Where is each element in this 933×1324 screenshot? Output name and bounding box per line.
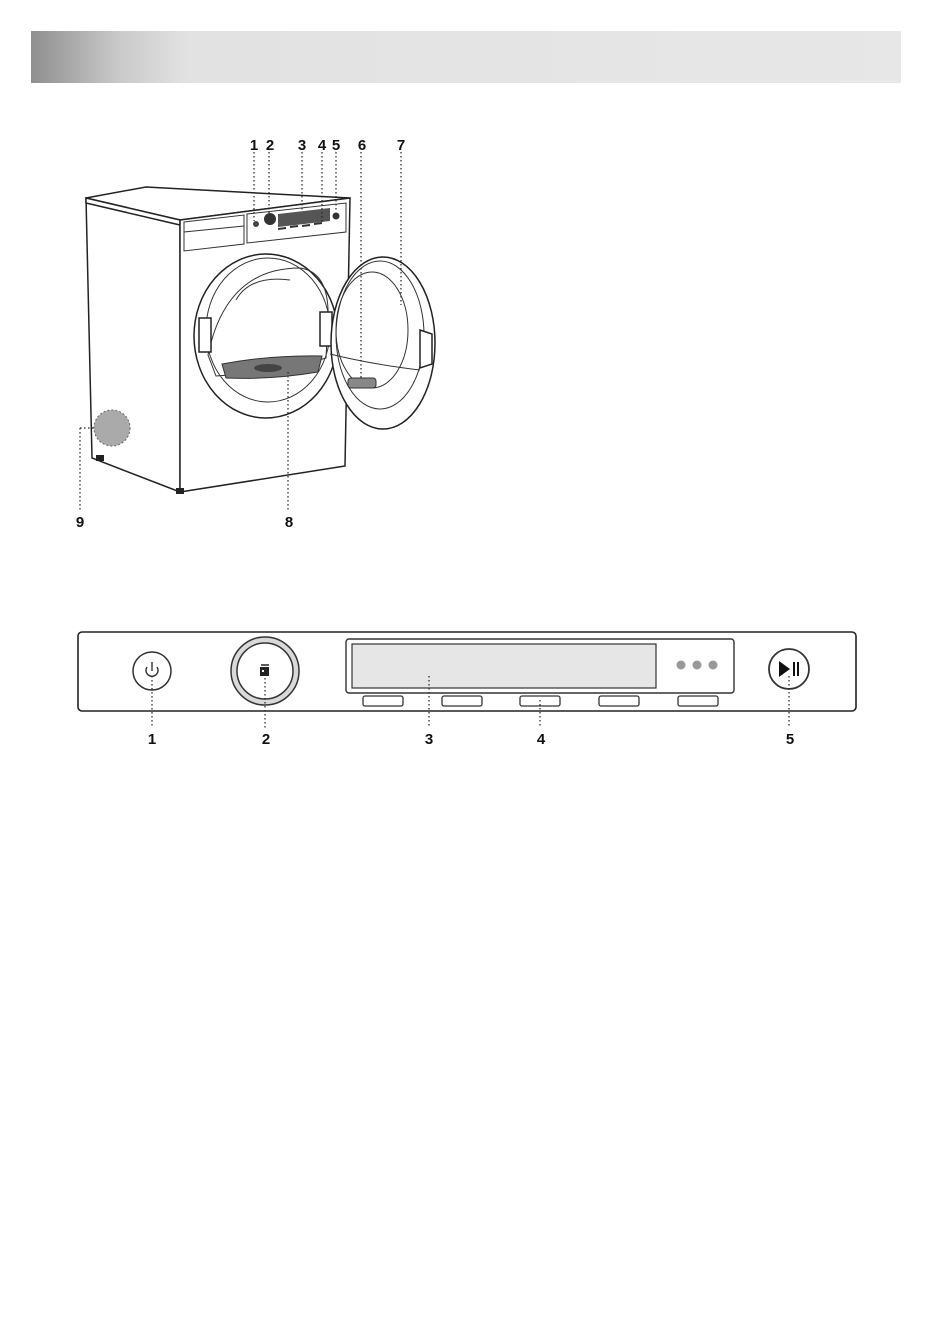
control-panel-illustration: 1 2 3 4 5	[0, 620, 933, 750]
foot-back	[96, 455, 104, 461]
callout-1: 1	[250, 137, 258, 154]
callout-7: 7	[397, 137, 405, 154]
callout-3: 3	[298, 137, 306, 154]
rear-vent-grille	[94, 410, 130, 446]
callout-8: 8	[285, 514, 293, 531]
option-button-4	[599, 696, 639, 706]
callout-2: 2	[266, 137, 274, 154]
door-hinge-left	[199, 318, 211, 352]
option-button-1	[363, 696, 403, 706]
power-button-mini	[253, 221, 259, 227]
callout-9: 9	[76, 514, 84, 531]
door-opening-outer-ring	[194, 254, 338, 418]
section-header-bar	[31, 31, 901, 83]
door-handle	[420, 330, 432, 368]
cabinet-side-panel	[86, 198, 180, 492]
dryer-illustration: 1 2 3 4 5 6 7 8 9	[0, 130, 933, 540]
callout-5: 5	[332, 137, 340, 154]
start-button-mini	[333, 213, 340, 220]
option-button-2	[442, 696, 482, 706]
foot-front	[176, 488, 184, 494]
door-hinge-right	[320, 312, 332, 346]
option-button-5	[678, 696, 718, 706]
display-screen	[352, 644, 656, 688]
door-filter	[348, 378, 376, 388]
panel-callout-2: 2	[262, 731, 270, 748]
callout-6: 6	[358, 137, 366, 154]
start-pause-button	[769, 649, 809, 689]
callout-4: 4	[318, 137, 327, 154]
panel-callout-4: 4	[537, 731, 546, 748]
indicator-dots	[677, 661, 718, 670]
panel-callout-1: 1	[148, 731, 156, 748]
program-dial-mini	[264, 213, 276, 225]
panel-callout-5: 5	[786, 731, 794, 748]
panel-callout-3: 3	[425, 731, 433, 748]
